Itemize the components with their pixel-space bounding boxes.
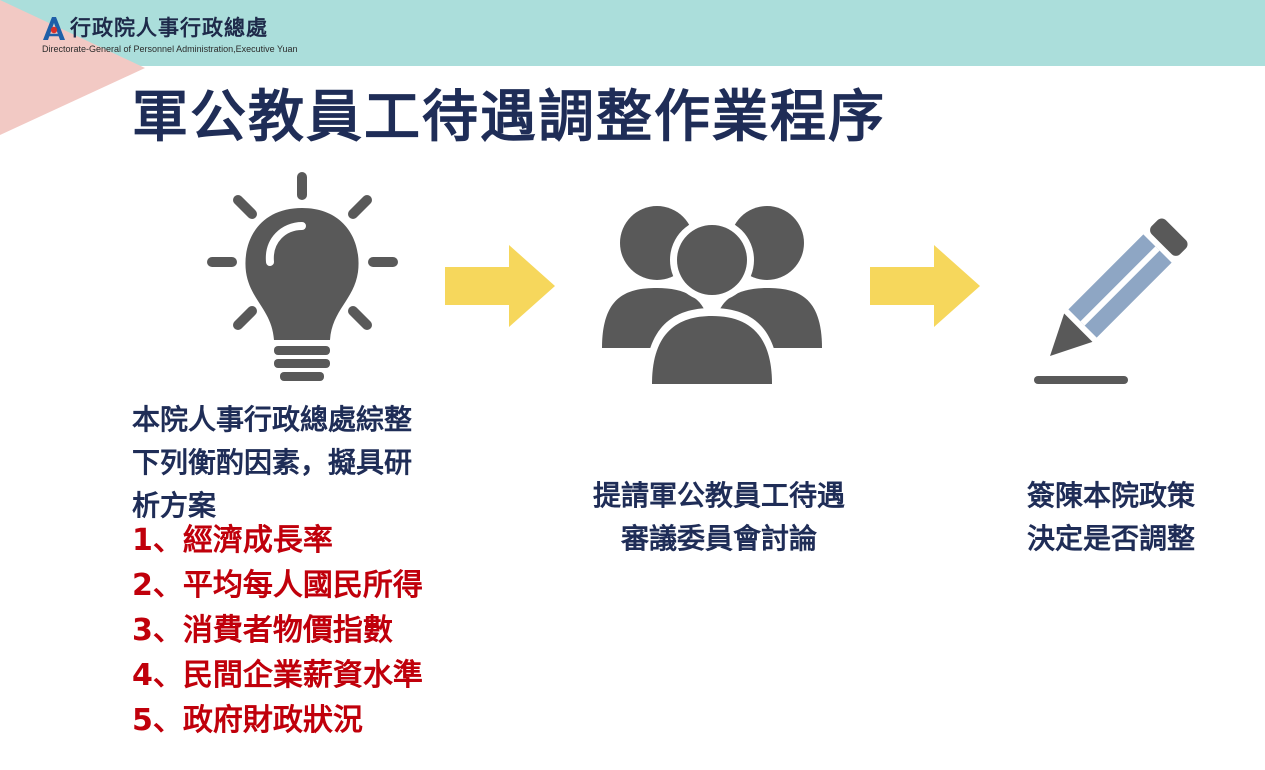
page-title: 軍公教員工待遇調整作業程序 — [132, 85, 886, 150]
step-1-line: 本院人事行政總處綜整 — [132, 403, 413, 436]
step-2-line: 審議委員會討論 — [620, 522, 817, 555]
people-group-icon — [602, 206, 822, 386]
step-3-line: 簽陳本院政策 — [1026, 479, 1195, 512]
org-logo: 行政院人事行政總處 Directorate-General of Personn… — [40, 10, 370, 60]
org-name: 行政院人事行政總處 — [70, 16, 268, 40]
step-2-line: 提請軍公教員工待遇 — [592, 479, 845, 512]
step-1-line: 析方案 — [132, 489, 217, 522]
org-name-en: Directorate-General of Personnel Adminis… — [42, 44, 298, 54]
factor-item: 1、經濟成長率 — [132, 523, 333, 558]
step-3-line: 決定是否調整 — [1026, 522, 1195, 555]
lightbulb-icon — [207, 172, 398, 381]
step-1-text: 本院人事行政總處綜整 下列衡酌因素，擬具研 析方案 — [132, 398, 412, 527]
factor-item: 3、消費者物價指數 — [132, 613, 393, 648]
pencil-icon — [1034, 218, 1188, 384]
step-3-text: 簽陳本院政策 決定是否調整 — [1002, 474, 1220, 560]
factor-item: 5、政府財政狀況 — [132, 703, 363, 738]
factor-item: 2、平均每人國民所得 — [132, 568, 423, 603]
arrow-right-icon — [870, 245, 980, 327]
arrow-right-icon — [445, 245, 555, 327]
corner-decoration — [0, 0, 145, 135]
factor-item: 4、民間企業薪資水準 — [132, 658, 423, 693]
logo-mark-icon — [43, 17, 65, 40]
step-2-text: 提請軍公教員工待遇 審議委員會討論 — [566, 474, 872, 560]
factor-list: 1、經濟成長率 2、平均每人國民所得 3、消費者物價指數 4、民間企業薪資水準 … — [132, 518, 423, 743]
step-1-line: 下列衡酌因素，擬具研 — [132, 446, 413, 479]
header-band — [0, 0, 1265, 66]
